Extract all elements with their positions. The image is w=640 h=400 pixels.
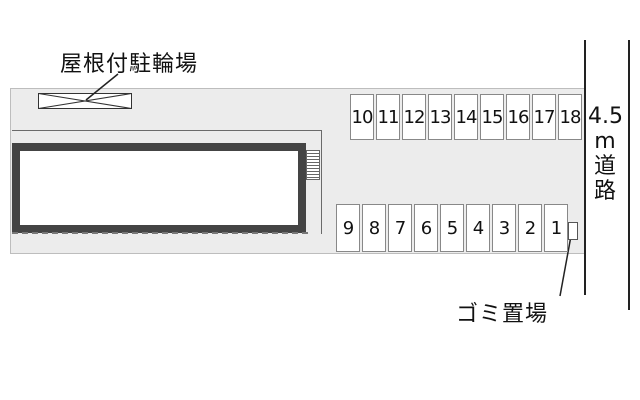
parking-space-8: 8: [362, 204, 386, 252]
parking-space-4: 4: [466, 204, 490, 252]
parking-space-6: 6: [414, 204, 438, 252]
parking-space-7: 7: [388, 204, 412, 252]
trash-area-label: ゴミ置場: [456, 302, 549, 327]
parking-space-13: 13: [428, 94, 452, 140]
building-stairs: [306, 150, 320, 180]
road-width: 4.5: [588, 104, 623, 129]
trash-area-box: [568, 222, 578, 240]
road-far-edge: [628, 40, 630, 310]
building: [12, 143, 306, 233]
parking-space-16: 16: [506, 94, 530, 140]
parking-space-18: 18: [558, 94, 582, 140]
road-boundary-line: [584, 40, 586, 295]
road-unit: m: [594, 129, 616, 154]
parking-space-11: 11: [376, 94, 400, 140]
parking-space-1: 1: [544, 204, 568, 252]
parking-space-12: 12: [402, 94, 426, 140]
road-name-char-2: 路: [593, 179, 616, 204]
parking-space-9: 9: [336, 204, 360, 252]
parking-space-2: 2: [518, 204, 542, 252]
parking-space-3: 3: [492, 204, 516, 252]
building-dashed-line: [12, 232, 308, 234]
road-name-char-1: 道: [593, 154, 616, 179]
parking-space-15: 15: [480, 94, 504, 140]
bike-parking-shelter: [38, 93, 132, 109]
building-outline: [12, 130, 322, 234]
parking-space-10: 10: [350, 94, 374, 140]
parking-space-14: 14: [454, 94, 478, 140]
roof-bike-parking-label: 屋根付駐輪場: [60, 52, 199, 77]
parking-space-17: 17: [532, 94, 556, 140]
road-label: 4.5 m 道 路: [588, 104, 623, 204]
parking-row-top: 10 11 12 13 14 15 16 17 18: [350, 94, 584, 140]
parking-space-5: 5: [440, 204, 464, 252]
parking-row-bottom: 9 8 7 6 5 4 3 2 1: [336, 204, 570, 252]
